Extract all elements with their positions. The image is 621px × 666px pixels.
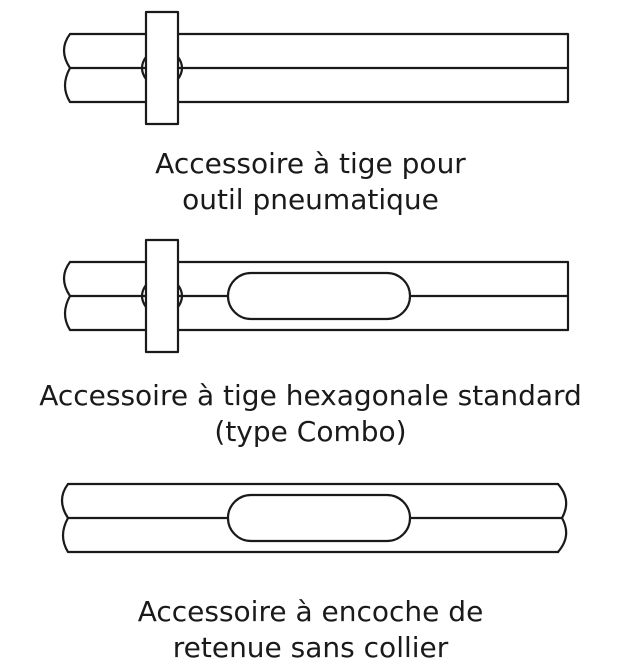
caption-line: Accessoire à tige pour	[155, 147, 466, 180]
hex-combo-shank-collar	[144, 238, 180, 354]
pneumatic-shank-collar	[144, 10, 180, 126]
hex-combo-shank-caption: Accessoire à tige hexagonale standard (t…	[0, 378, 621, 450]
caption-line: (type Combo)	[214, 415, 407, 448]
hex-combo-shank-slot	[226, 271, 412, 321]
notch-shank-caption: Accessoire à encoche de retenue sans col…	[0, 594, 621, 666]
notch-shank-illustration	[60, 482, 568, 554]
caption-line: Accessoire à tige hexagonale standard	[39, 379, 582, 412]
pneumatic-shank-illustration	[62, 10, 570, 126]
caption-line: Accessoire à encoche de	[137, 595, 484, 628]
caption-line: retenue sans collier	[172, 631, 449, 664]
hex-combo-shank-illustration	[62, 238, 570, 354]
caption-line: outil pneumatique	[182, 183, 439, 216]
notch-shank-slot	[226, 493, 412, 543]
pneumatic-shank-caption: Accessoire à tige pour outil pneumatique	[0, 146, 621, 218]
